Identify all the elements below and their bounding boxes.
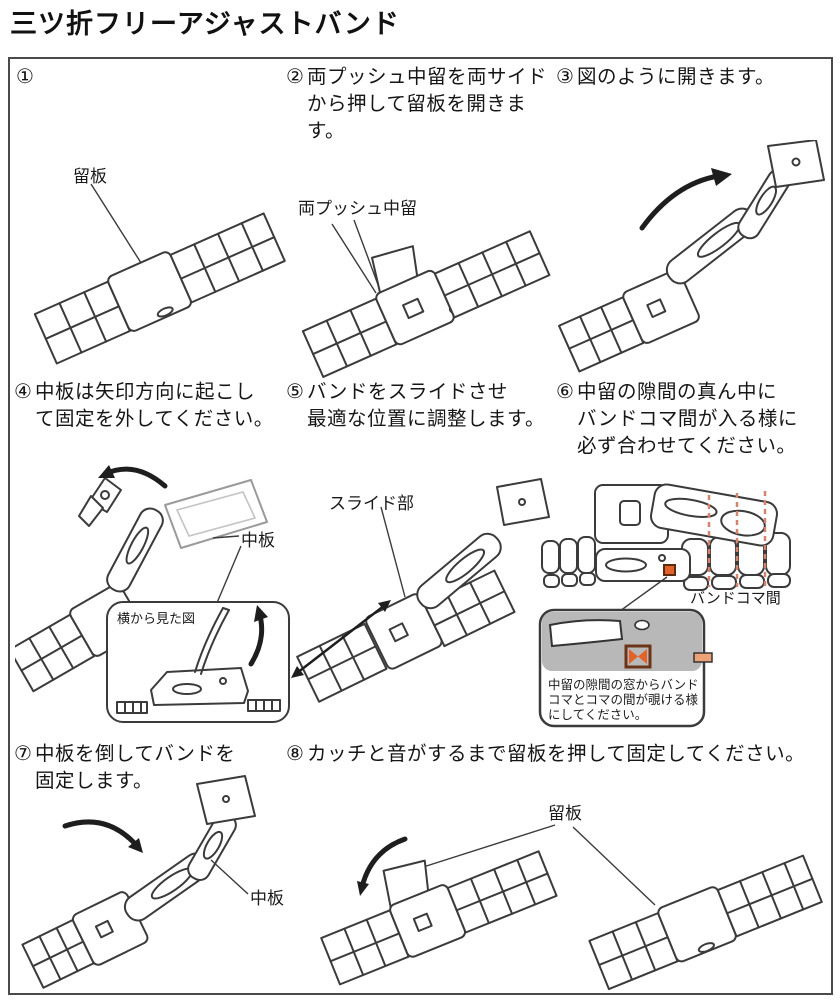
label-band-koma-kan: バンドコマ間: [690, 590, 781, 607]
step-6: ⑥ 中留の隙間の真ん中に バンドコマ間が入る様に 必ず合わせてください。: [556, 379, 831, 460]
press-close-drawing: [320, 824, 823, 991]
gap-alignment-drawing: 中留の隙間の窓からバンド コマとコマの間が覗ける様 にしてください。: [538, 483, 791, 728]
step-5-figure: スライド部: [285, 465, 560, 705]
instruction-box: ① ② 両プッシュ中留を両サイド から押して留板を開きま す。 ③ 図のように開…: [8, 57, 833, 995]
lens-slot: [548, 619, 624, 648]
step-2-figure: 両プッシュ中留: [290, 190, 552, 380]
middle-plate-side: [194, 607, 224, 673]
label-tomeita-2: 留板: [548, 804, 582, 823]
clasp-plate: [595, 548, 691, 582]
step-3: ③ 図のように開きます。: [556, 64, 831, 91]
leader-line: [619, 576, 668, 612]
clasp-arm: [416, 532, 502, 610]
arrowhead: [357, 881, 369, 896]
step-8-text: カッチと音がするまで留板を押して固定してください。: [306, 743, 806, 765]
leader-line: [212, 535, 240, 539]
watch-band: [33, 212, 286, 365]
label-nakaita-2: 中板: [250, 889, 284, 908]
gap-dashed-lines: [707, 491, 767, 587]
watch-band: [558, 269, 700, 373]
label-side-view: 横から見た図: [117, 611, 196, 626]
step-6-number: ⑥: [556, 381, 574, 403]
watch-band: [301, 230, 551, 378]
step-1-number: ①: [16, 66, 34, 88]
step-2-number: ②: [286, 66, 304, 88]
step-2-text: 両プッシュ中留を両サイド から押して留板を開きま す。: [306, 66, 547, 142]
label-ryo-push-nakadome: 両プッシュ中留: [298, 199, 417, 218]
arrowhead: [128, 838, 143, 853]
label-slide-part: スライド部: [329, 494, 414, 513]
curved-arrow-icon: [62, 819, 140, 849]
step-8-number: ⑧: [286, 743, 304, 765]
step-5: ⑤ バンドをスライドさせ 最適な位置に調整します。: [286, 379, 558, 433]
arrowhead: [98, 465, 115, 478]
double-arrow-icon: [291, 600, 391, 678]
label-nakaita: 中板: [241, 531, 275, 550]
open-clasp-drawing: [558, 140, 825, 373]
leader-line: [353, 219, 381, 291]
leader-line: [90, 183, 144, 267]
middle-plate-side-edge: [200, 609, 230, 675]
lift-plate-drawing: [15, 465, 290, 723]
open-cover-arm: [650, 483, 778, 547]
leader-line: [210, 859, 249, 895]
inset-note-line3: にしてください。: [548, 708, 647, 722]
page-title: 三ツ折フリーアジャストバンド: [10, 9, 400, 39]
step-1-figure: 留板: [25, 150, 290, 375]
link-tab: [693, 652, 713, 663]
step-3-figure: [556, 140, 831, 375]
step-4-text: 中板は矢印方向に起こし て固定を外してください。: [34, 381, 274, 430]
step-4-number: ④: [14, 381, 32, 403]
gap-window: [663, 564, 676, 576]
step-2: ② 両プッシュ中留を両サイド から押して留板を開きま す。: [286, 64, 554, 145]
band-comb: [116, 699, 281, 714]
middle-plate-ghost-inner: [175, 491, 257, 537]
closed-band-drawing: [33, 183, 286, 365]
step-7-figure: 中板: [15, 770, 305, 993]
step-8-figure: 留板: [305, 795, 831, 993]
step-1: ①: [16, 64, 37, 91]
leader-line: [572, 826, 656, 906]
watch-band-open-flap: [320, 850, 558, 986]
step-7-number: ⑦: [14, 743, 32, 765]
side-view-inset: [106, 601, 290, 723]
leader-line: [416, 824, 556, 870]
step-8: ⑧ カッチと音がするまで留板を押して固定してください。: [286, 741, 831, 768]
step-7-text: 中板を倒してバンドを 固定します。: [34, 743, 236, 792]
arrowhead: [254, 605, 268, 622]
step-6-text: 中留の隙間の真ん中に バンドコマ間が入る様に 必ず合わせてください。: [576, 381, 798, 457]
slide-drawing: [291, 478, 550, 703]
clasp-arm: [106, 507, 164, 593]
step-3-text: 図のように開きます。: [576, 66, 775, 88]
curved-arrow-icon: [359, 836, 408, 890]
label-tomeita: 留板: [73, 167, 107, 186]
curved-arrow-icon: [639, 173, 721, 231]
step-4: ④ 中板は矢印方向に起こし て固定を外してください。: [14, 379, 286, 433]
step-7: ⑦ 中板を倒してバンドを 固定します。: [14, 741, 286, 795]
step-5-text: バンドをスライドさせ 最適な位置に調整します。: [306, 381, 545, 430]
step-3-number: ③: [556, 66, 574, 88]
clasp-head: [78, 477, 122, 527]
end-plate: [767, 140, 825, 188]
left-links: [541, 536, 596, 588]
step-4-figure: 中板 横から見た図: [15, 450, 295, 726]
push-clasp-drawing: [301, 219, 551, 378]
step-6-figure: 中留の隙間の窓からバンド コマとコマの間が覗ける様 にしてください。 バンドコマ…: [532, 455, 831, 740]
leader-line: [331, 223, 377, 294]
arrowhead: [711, 168, 732, 186]
inset-note-line2: コマとコマの間が覗ける様: [548, 692, 699, 707]
fold-plate-drawing: [21, 775, 256, 989]
step-5-number: ⑤: [286, 381, 304, 403]
leader-line: [380, 506, 406, 598]
watch-band-closed: [588, 854, 823, 991]
middle-plate-ghost: [164, 479, 268, 549]
end-plate: [496, 478, 550, 526]
end-plate: [196, 775, 256, 825]
magnifier-inset: 中留の隙間の窓からバンド コマとコマの間が覗ける様 にしてください。: [538, 608, 713, 728]
watch-band: [296, 569, 516, 703]
inset-note-line1: 中留の隙間の窓からバンド: [548, 677, 699, 692]
right-links: [681, 532, 791, 591]
